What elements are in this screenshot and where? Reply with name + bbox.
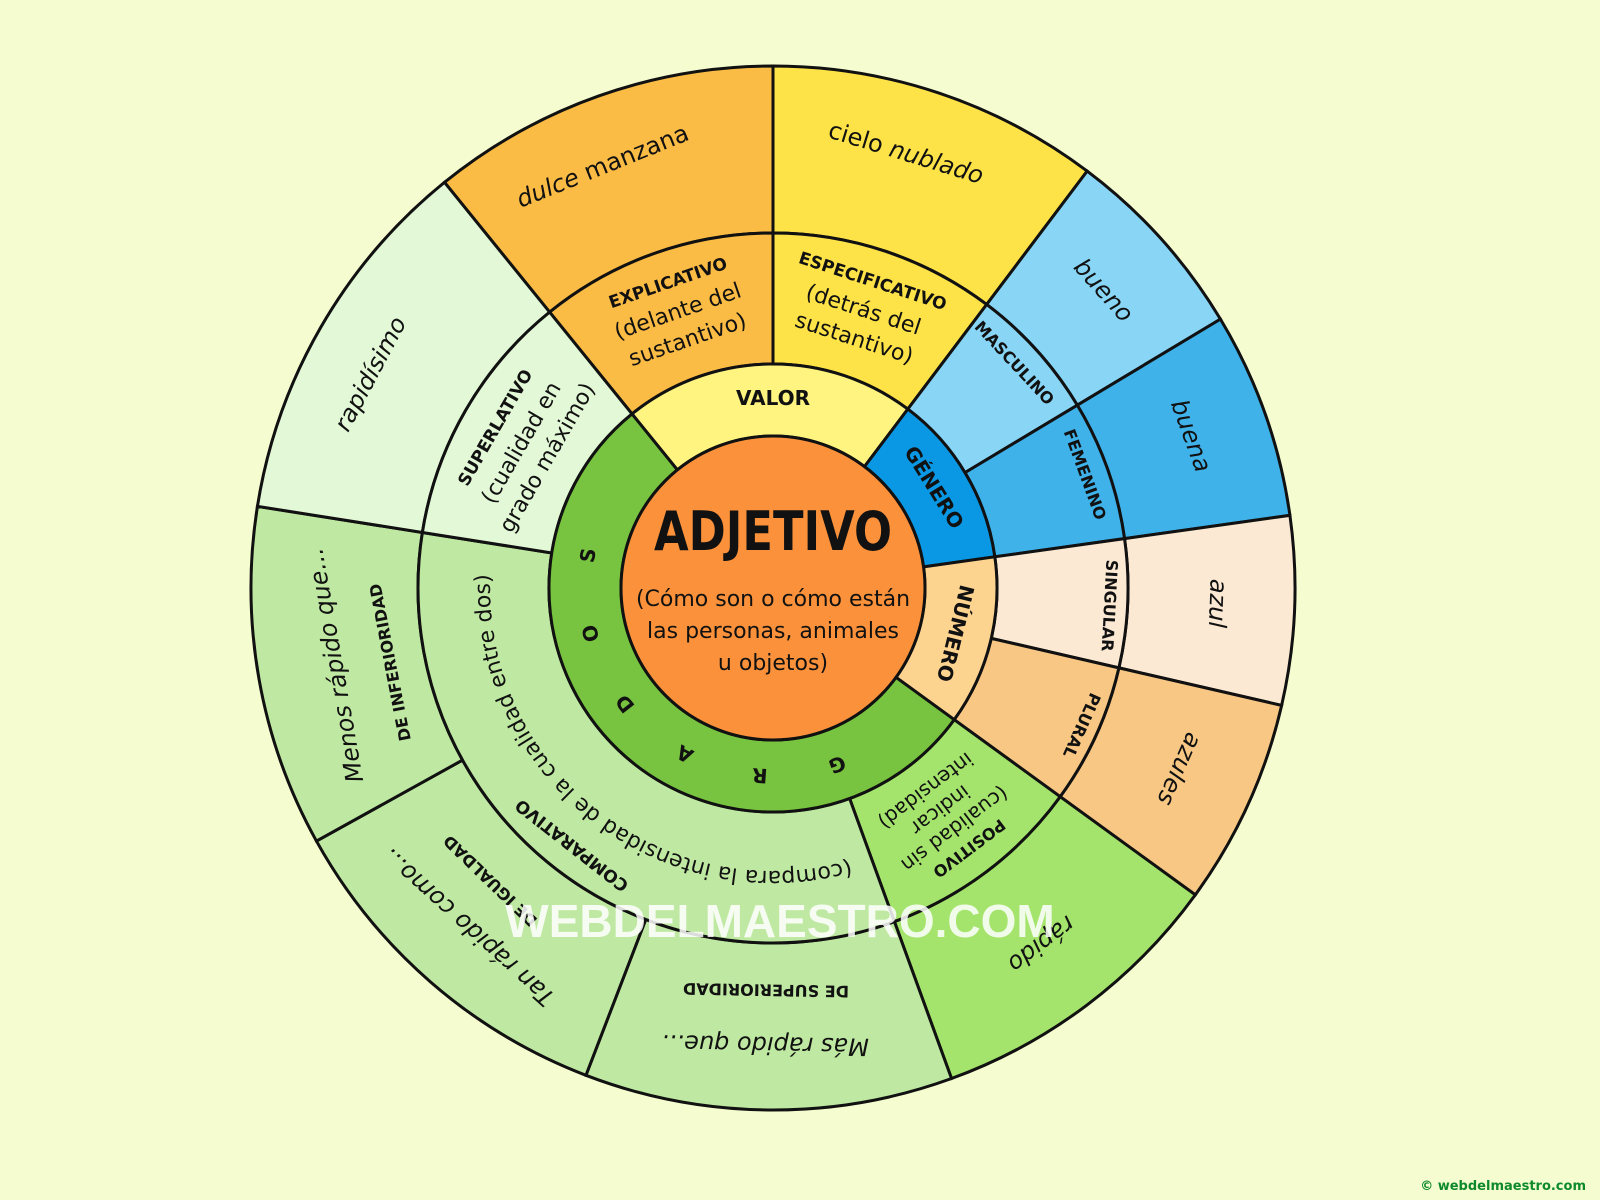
- grados-letter-line: S: [575, 546, 601, 564]
- grados-letter: O: [577, 622, 604, 644]
- example-fragment: Más rápido que...: [661, 1029, 869, 1061]
- label-superioridad-line: DE SUPERIORIDAD: [683, 979, 849, 1001]
- watermark: WEBDELMAESTRO.COM: [505, 895, 1054, 947]
- grados-letter: R: [751, 763, 768, 788]
- example-superioridad: Más rápido que...: [661, 1029, 869, 1061]
- subcategory-label-singular-line: SINGULAR: [1098, 559, 1122, 652]
- center-subtitle-line: (Cómo son o cómo están: [636, 587, 910, 612]
- example-segment-superioridad: [583, 917, 954, 1112]
- category-label-valor: VALOR: [736, 386, 810, 410]
- grados-letter-line: O: [577, 622, 604, 644]
- grados-letter-line: G: [825, 751, 849, 779]
- center-title: ADJETIVO: [654, 500, 892, 563]
- example-singular: azul: [1203, 578, 1233, 628]
- grados-letter: S: [575, 546, 601, 564]
- example-singular-text: azul: [1203, 578, 1233, 628]
- grados-letter-line: R: [751, 763, 768, 788]
- subcategory-label-singular: SINGULAR: [1098, 559, 1122, 652]
- center-subtitle-line: u objetos): [718, 651, 828, 676]
- copyright: © webdelmaestro.com: [1420, 1179, 1586, 1194]
- center-subtitle-line: las personas, animales: [647, 619, 899, 644]
- example-fragment: azul: [1203, 578, 1233, 628]
- example-superioridad-text: Más rápido que...: [661, 1029, 869, 1061]
- center-circle: [619, 434, 927, 742]
- grados-letter: G: [825, 751, 849, 779]
- label-superioridad: DE SUPERIORIDAD: [683, 979, 849, 1001]
- category-label-valor-line: VALOR: [736, 386, 810, 410]
